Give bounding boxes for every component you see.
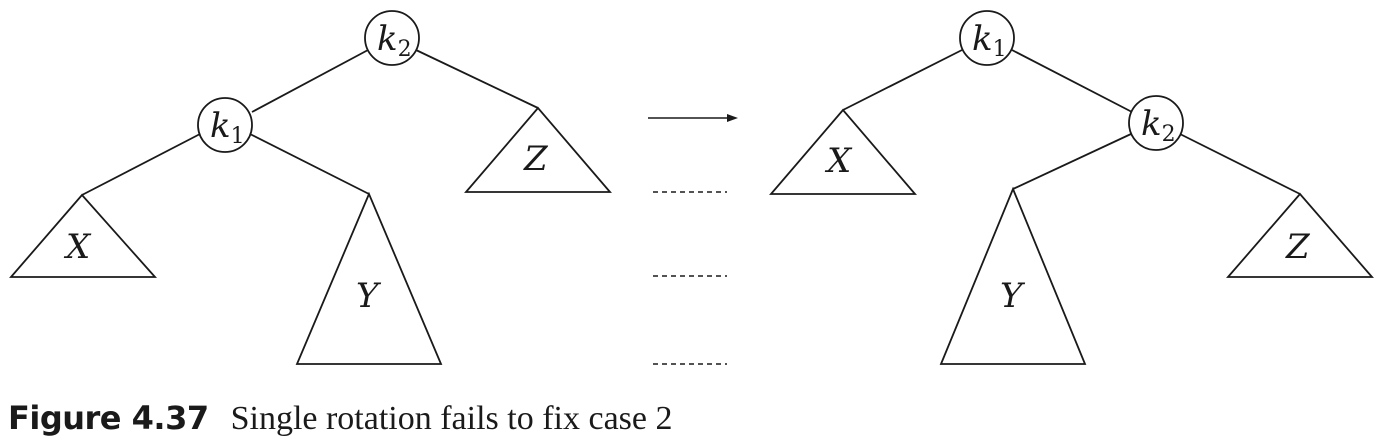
node-k1-label: k1	[210, 106, 245, 149]
subtree-y-label-after: Y	[1000, 276, 1026, 316]
subtree-x-triangle	[9, 193, 158, 278]
subtree-z-triangle	[464, 106, 612, 193]
edge-k1-x-after	[842, 49, 963, 111]
subtree-x-triangle-after	[769, 108, 917, 195]
node-k2-label: k2	[377, 19, 412, 62]
subtree-z-label: Z	[523, 139, 549, 179]
edge-k2-k1	[251, 49, 369, 113]
arrow-head	[727, 114, 738, 122]
subtree-x-label: X	[63, 227, 92, 267]
node-k1-circle-after	[959, 10, 1015, 66]
after-tree: k1 k2 X Y Z	[769, 10, 1374, 365]
edge-k1-y	[249, 133, 370, 195]
figure-number: Figure 4.37	[8, 399, 209, 437]
edge-k2-z-after	[1179, 133, 1301, 195]
edge-k1-k2-after	[1011, 49, 1133, 113]
node-k2-circle-after	[1128, 95, 1184, 151]
node-k2-circle	[364, 10, 420, 66]
subtree-y-triangle	[295, 191, 443, 365]
node-k2-label-after: k2	[1141, 104, 1176, 147]
figure-caption-text: Single rotation fails to fix case 2	[230, 400, 673, 437]
subtree-y-label: Y	[356, 276, 382, 316]
subtree-y-triangle-after	[939, 186, 1087, 365]
transition-arrow	[648, 114, 738, 122]
node-k1-label-after: k1	[972, 19, 1007, 62]
edge-k1-x	[81, 133, 201, 196]
figure-caption: Figure 4.37 Single rotation fails to fix …	[8, 398, 673, 439]
edge-k2-z	[415, 49, 539, 109]
subtree-z-triangle-after	[1226, 192, 1374, 278]
subtree-z-label-after: Z	[1285, 227, 1311, 267]
edge-k2-y-after	[1012, 133, 1132, 190]
subtree-x-label-after: X	[824, 141, 853, 181]
node-k1-circle	[197, 97, 253, 153]
before-tree: k2 k1 X Y Z	[9, 10, 612, 365]
